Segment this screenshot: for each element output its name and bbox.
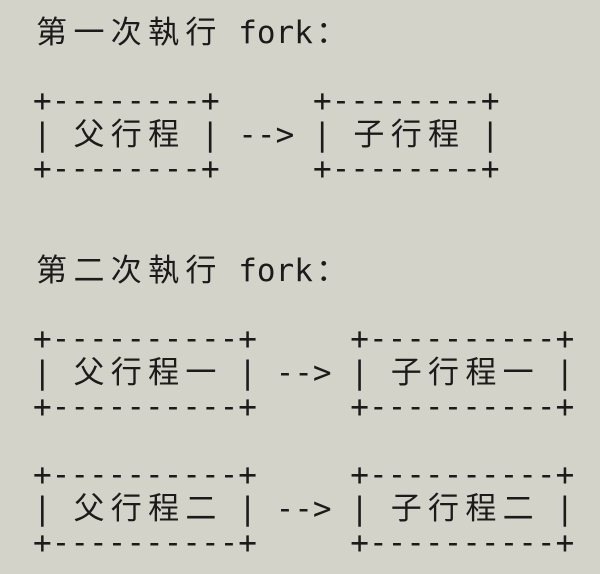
second-fork-section: 第二次執行 fork： +----------+ +----------+ | … [33, 254, 600, 560]
diagram-process-row: | 父行程 | --> | 子行程 | [33, 117, 500, 153]
first-fork-section: 第一次執行 fork： +--------+ +--------+ | 父行程 … [33, 16, 600, 186]
diagram-top-border: +--------+ +--------+ [33, 83, 500, 119]
blank-line [33, 288, 600, 322]
diagram-process-row: | 父行程一 | --> | 子行程一 | [33, 355, 575, 391]
blank-line [33, 424, 600, 458]
diagram-process-row: | 父行程二 | --> | 子行程二 | [33, 491, 575, 527]
diagram-bottom-border: +----------+ +----------+ [33, 389, 575, 425]
diagram-top-border: +----------+ +----------+ [33, 321, 575, 357]
blank-line [33, 220, 600, 254]
blank-line [33, 186, 600, 220]
blank-line [33, 50, 600, 84]
first-fork-title: 第一次執行 fork： [36, 15, 348, 51]
diagram-bottom-border: +--------+ +--------+ [33, 151, 500, 187]
diagram-bottom-border: +----------+ +----------+ [33, 525, 575, 561]
second-fork-title: 第二次執行 fork： [36, 253, 348, 289]
second-fork-generation-two-diagram: +----------+ +----------+ | 父行程二 | --> |… [33, 458, 600, 560]
first-fork-diagram: +--------+ +--------+ | 父行程 | --> | 子行程 … [33, 84, 600, 186]
second-fork-generation-one-diagram: +----------+ +----------+ | 父行程一 | --> |… [33, 322, 600, 424]
diagram-top-border: +----------+ +----------+ [33, 457, 575, 493]
